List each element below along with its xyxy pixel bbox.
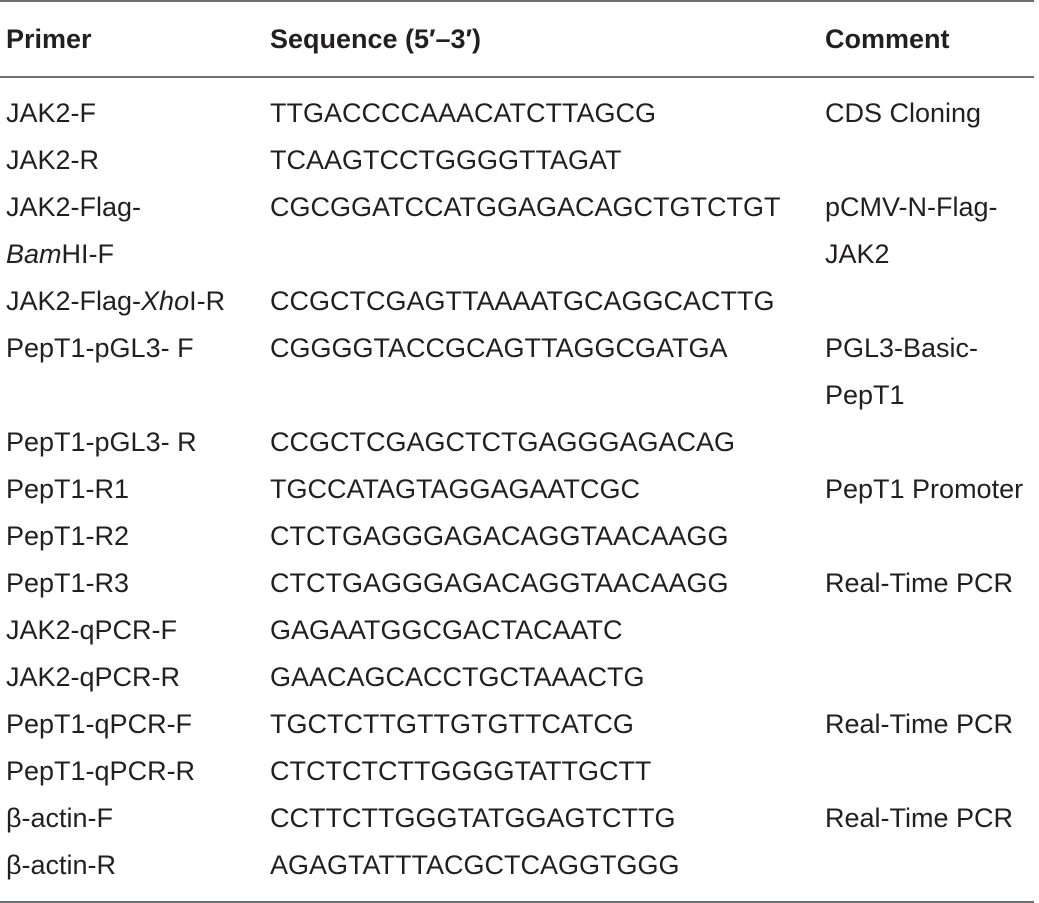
- primer-text-suffix: HI-F: [61, 239, 115, 269]
- primer-cell: PepT1-pGL3- R: [6, 427, 197, 457]
- header-row: Primer Sequence (5′–3′) Comment: [0, 1, 1034, 77]
- table-row: JAK2-qPCR-F GAGAATGGCGACTACAATC: [0, 607, 1034, 654]
- table-header: Primer Sequence (5′–3′) Comment: [0, 1, 1034, 77]
- primer-cell: β-actin-R: [6, 850, 117, 880]
- sequence-cell: TGCTCTTGTTGTGTTCATCG: [270, 709, 634, 739]
- table-row: JAK2-R TCAAGTCCTGGGGTTAGAT: [0, 137, 1034, 184]
- primer-cell: JAK2-qPCR-F: [6, 615, 178, 645]
- comment-cell: CDS Cloning: [825, 98, 982, 128]
- sequence-cell: GAGAATGGCGACTACAATC: [270, 615, 623, 645]
- comment-cell: Real-Time PCR: [825, 709, 1014, 739]
- comment-cell: [825, 137, 1034, 184]
- comment-line-1: pCMV-N-Flag-: [825, 192, 998, 222]
- comment-cell: PGL3-Basic- PepT1: [825, 325, 1034, 419]
- table-row: PepT1-R3 CTCTGAGGGAGACAGGTAACAAGG Real-T…: [0, 560, 1034, 607]
- comment-cell: [825, 278, 1034, 325]
- sequence-cell: TTGACCCCAAACATCTTAGCG: [270, 98, 657, 128]
- sequence-cell: TCAAGTCCTGGGGTTAGAT: [270, 145, 622, 175]
- primer-cell: PepT1-R3: [6, 568, 130, 598]
- comment-line-2: JAK2: [825, 239, 890, 269]
- sequence-cell: CGCGGATCCATGGAGACAGCTGTCTGT: [270, 192, 781, 222]
- header-primer: Primer: [6, 23, 92, 54]
- table-row: PepT1-pGL3- R CCGCTCGAGCTCTGAGGGAGACAG: [0, 419, 1034, 466]
- primer-text-prefix: JAK2-Flag-: [6, 192, 142, 222]
- primer-cell: JAK2-R: [6, 145, 100, 175]
- sequence-cell: CCGCTCGAGTTAAAATGCAGGCACTTG: [270, 286, 775, 316]
- primer-text-italic: Bam: [6, 239, 62, 269]
- table-row: PepT1-R1 TGCCATAGTAGGAGAATCGC PepT1 Prom…: [0, 466, 1034, 513]
- table-row: β-actin-R AGAGTATTTACGCTCAGGTGGG: [0, 842, 1034, 902]
- comment-cell: Real-Time PCR: [825, 803, 1014, 833]
- table-row: PepT1-qPCR-R CTCTCTCTTGGGGTATTGCTT: [0, 748, 1034, 795]
- sequence-cell: CCTTCTTGGGTATGGAGTCTTG: [270, 803, 676, 833]
- table-row: β-actin-F CCTTCTTGGGTATGGAGTCTTG Real-Ti…: [0, 795, 1034, 842]
- table-row: PepT1-R2 CTCTGAGGGAGACAGGTAACAAGG: [0, 513, 1034, 560]
- sequence-cell: CTCTGAGGGAGACAGGTAACAAGG: [270, 568, 729, 598]
- table-row: JAK2-qPCR-R GAACAGCACCTGCTAAACTG: [0, 654, 1034, 701]
- comment-cell: [825, 748, 1034, 795]
- table-row: PepT1-pGL3- F CGGGGTACCGCAGTTAGGCGATGA P…: [0, 325, 1034, 419]
- primer-cell: PepT1-R2: [6, 521, 130, 551]
- primer-cell: JAK2-Flag- BamHI-F: [0, 184, 270, 278]
- comment-cell: Real-Time PCR: [825, 568, 1014, 598]
- comment-line-1: PGL3-Basic-: [825, 333, 979, 363]
- primer-text-italic: Xho: [141, 286, 190, 316]
- primer-cell: PepT1-pGL3- F: [6, 333, 194, 363]
- primer-cell: PepT1-R1: [6, 474, 130, 504]
- primer-cell: PepT1-qPCR-F: [6, 709, 193, 739]
- header-sequence: Sequence (5′–3′): [270, 23, 482, 54]
- primer-cell: JAK2-qPCR-R: [6, 662, 181, 692]
- sequence-cell: GAACAGCACCTGCTAAACTG: [270, 662, 645, 692]
- primer-cell: JAK2-Flag-XhoI-R: [0, 278, 270, 325]
- table-row: JAK2-Flag- BamHI-F CGCGGATCCATGGAGACAGCTG…: [0, 184, 1034, 278]
- primer-cell: PepT1-qPCR-R: [6, 756, 196, 786]
- table-row: JAK2-F TTGACCCCAAACATCTTAGCG CDS Cloning: [0, 77, 1034, 137]
- primer-cell: β-actin-F: [6, 803, 114, 833]
- table-row: PepT1-qPCR-F TGCTCTTGTTGTGTTCATCG Real-T…: [0, 701, 1034, 748]
- comment-line-2: PepT1: [825, 380, 905, 410]
- primer-text-suffix: I-R: [189, 286, 226, 316]
- comment-cell: [825, 607, 1034, 654]
- comment-cell: [825, 419, 1034, 466]
- comment-cell: [825, 654, 1034, 701]
- header-comment: Comment: [825, 23, 950, 54]
- table-row: JAK2-Flag-XhoI-R CCGCTCGAGTTAAAATGCAGGCA…: [0, 278, 1034, 325]
- comment-cell: pCMV-N-Flag- JAK2: [825, 184, 1034, 278]
- sequence-cell: CTCTCTCTTGGGGTATTGCTT: [270, 756, 652, 786]
- sequence-cell: TGCCATAGTAGGAGAATCGC: [270, 474, 641, 504]
- sequence-cell: CCGCTCGAGCTCTGAGGGAGACAG: [270, 427, 736, 457]
- sequence-cell: AGAGTATTTACGCTCAGGTGGG: [270, 850, 680, 880]
- comment-cell: [825, 513, 1034, 560]
- primer-text-prefix: JAK2-Flag-: [6, 286, 142, 316]
- table-body: JAK2-F TTGACCCCAAACATCTTAGCG CDS Cloning…: [0, 77, 1034, 902]
- sequence-cell: CTCTGAGGGAGACAGGTAACAAGG: [270, 521, 729, 551]
- sequence-cell: CGGGGTACCGCAGTTAGGCGATGA: [270, 333, 728, 363]
- comment-cell: [825, 842, 1034, 902]
- primer-cell: JAK2-F: [6, 98, 97, 128]
- comment-cell: PepT1 Promoter: [825, 474, 1024, 504]
